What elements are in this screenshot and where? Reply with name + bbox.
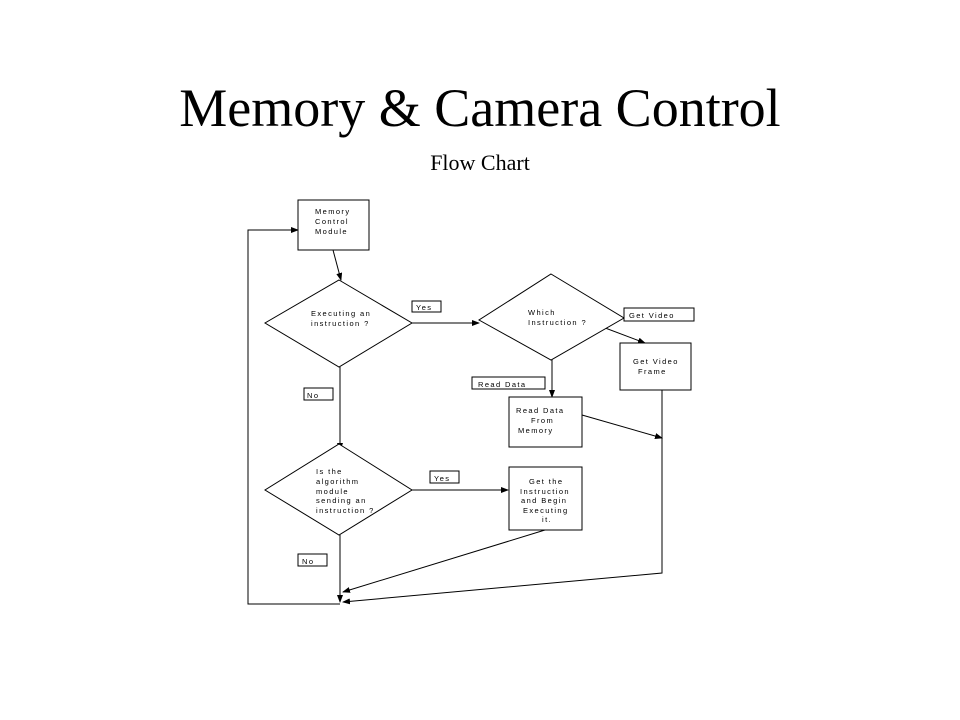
memory-module-line-2: Control <box>315 217 349 226</box>
algorithm-line-5: instruction ? <box>316 506 375 515</box>
algorithm-line-4: sending an <box>316 496 367 505</box>
edge-read-to-join <box>581 414 663 439</box>
get-video-frame-line-2: Frame <box>638 367 667 376</box>
algorithm-line-1: Is the <box>316 467 343 476</box>
edge-label-box-yes-1 <box>411 300 442 313</box>
read-data-line-3: Memory <box>518 426 554 435</box>
edge-label-read-data: Read Data <box>478 380 526 389</box>
node-read-data-from-memory <box>508 396 583 448</box>
node-which-instruction-decision <box>478 273 625 361</box>
executing-line-2: instruction ? <box>311 319 370 328</box>
which-instruction-line-2: Instruction ? <box>528 318 587 327</box>
page-subtitle: Flow Chart <box>430 150 530 175</box>
get-video-frame-line-1: Get Video <box>633 357 679 366</box>
read-data-line-2: From <box>531 416 554 425</box>
node-algorithm-decision <box>264 443 413 536</box>
get-instruction-line-5: it. <box>542 515 552 524</box>
memory-module-line-3: Module <box>315 227 348 236</box>
edge-label-yes-2: Yes <box>434 474 450 483</box>
edge-label-box-yes-2 <box>429 470 460 484</box>
edge-label-box-get-video <box>623 307 695 322</box>
edge-label-get-video: Get Video <box>629 311 675 320</box>
node-memory-control-module <box>297 199 370 251</box>
which-instruction-line-1: Which <box>528 308 556 317</box>
get-instruction-line-2: Instruction <box>520 487 570 496</box>
edge-label-no-1: No <box>307 391 319 400</box>
memory-module-line-1: Memory <box>315 207 351 216</box>
edge-loop-back <box>247 227 340 605</box>
read-data-line-1: Read Data <box>516 406 564 415</box>
edge-label-no-2: No <box>302 557 314 566</box>
edge-module-to-executing <box>332 249 343 281</box>
algorithm-line-3: module <box>316 487 349 496</box>
get-instruction-line-1: Get the <box>529 477 563 486</box>
edge-label-box-read-data <box>471 376 546 390</box>
node-executing-decision <box>264 279 413 368</box>
edge-video-to-bottom <box>342 390 663 605</box>
node-get-instruction-execute <box>508 466 583 531</box>
algorithm-line-2: algorithm <box>316 477 359 486</box>
edge-label-box-no-2 <box>297 553 328 567</box>
edge-execute-to-bottom <box>342 529 546 593</box>
page-title: Memory & Camera Control <box>179 78 781 138</box>
edge-label-yes-1: Yes <box>416 303 432 312</box>
edge-label-box-no-1 <box>303 387 334 401</box>
node-get-video-frame <box>619 342 692 391</box>
get-instruction-line-4: Executing <box>523 506 569 515</box>
get-instruction-line-3: and Begin <box>521 496 567 505</box>
edges <box>247 227 663 605</box>
executing-line-1: Executing an <box>311 309 371 318</box>
